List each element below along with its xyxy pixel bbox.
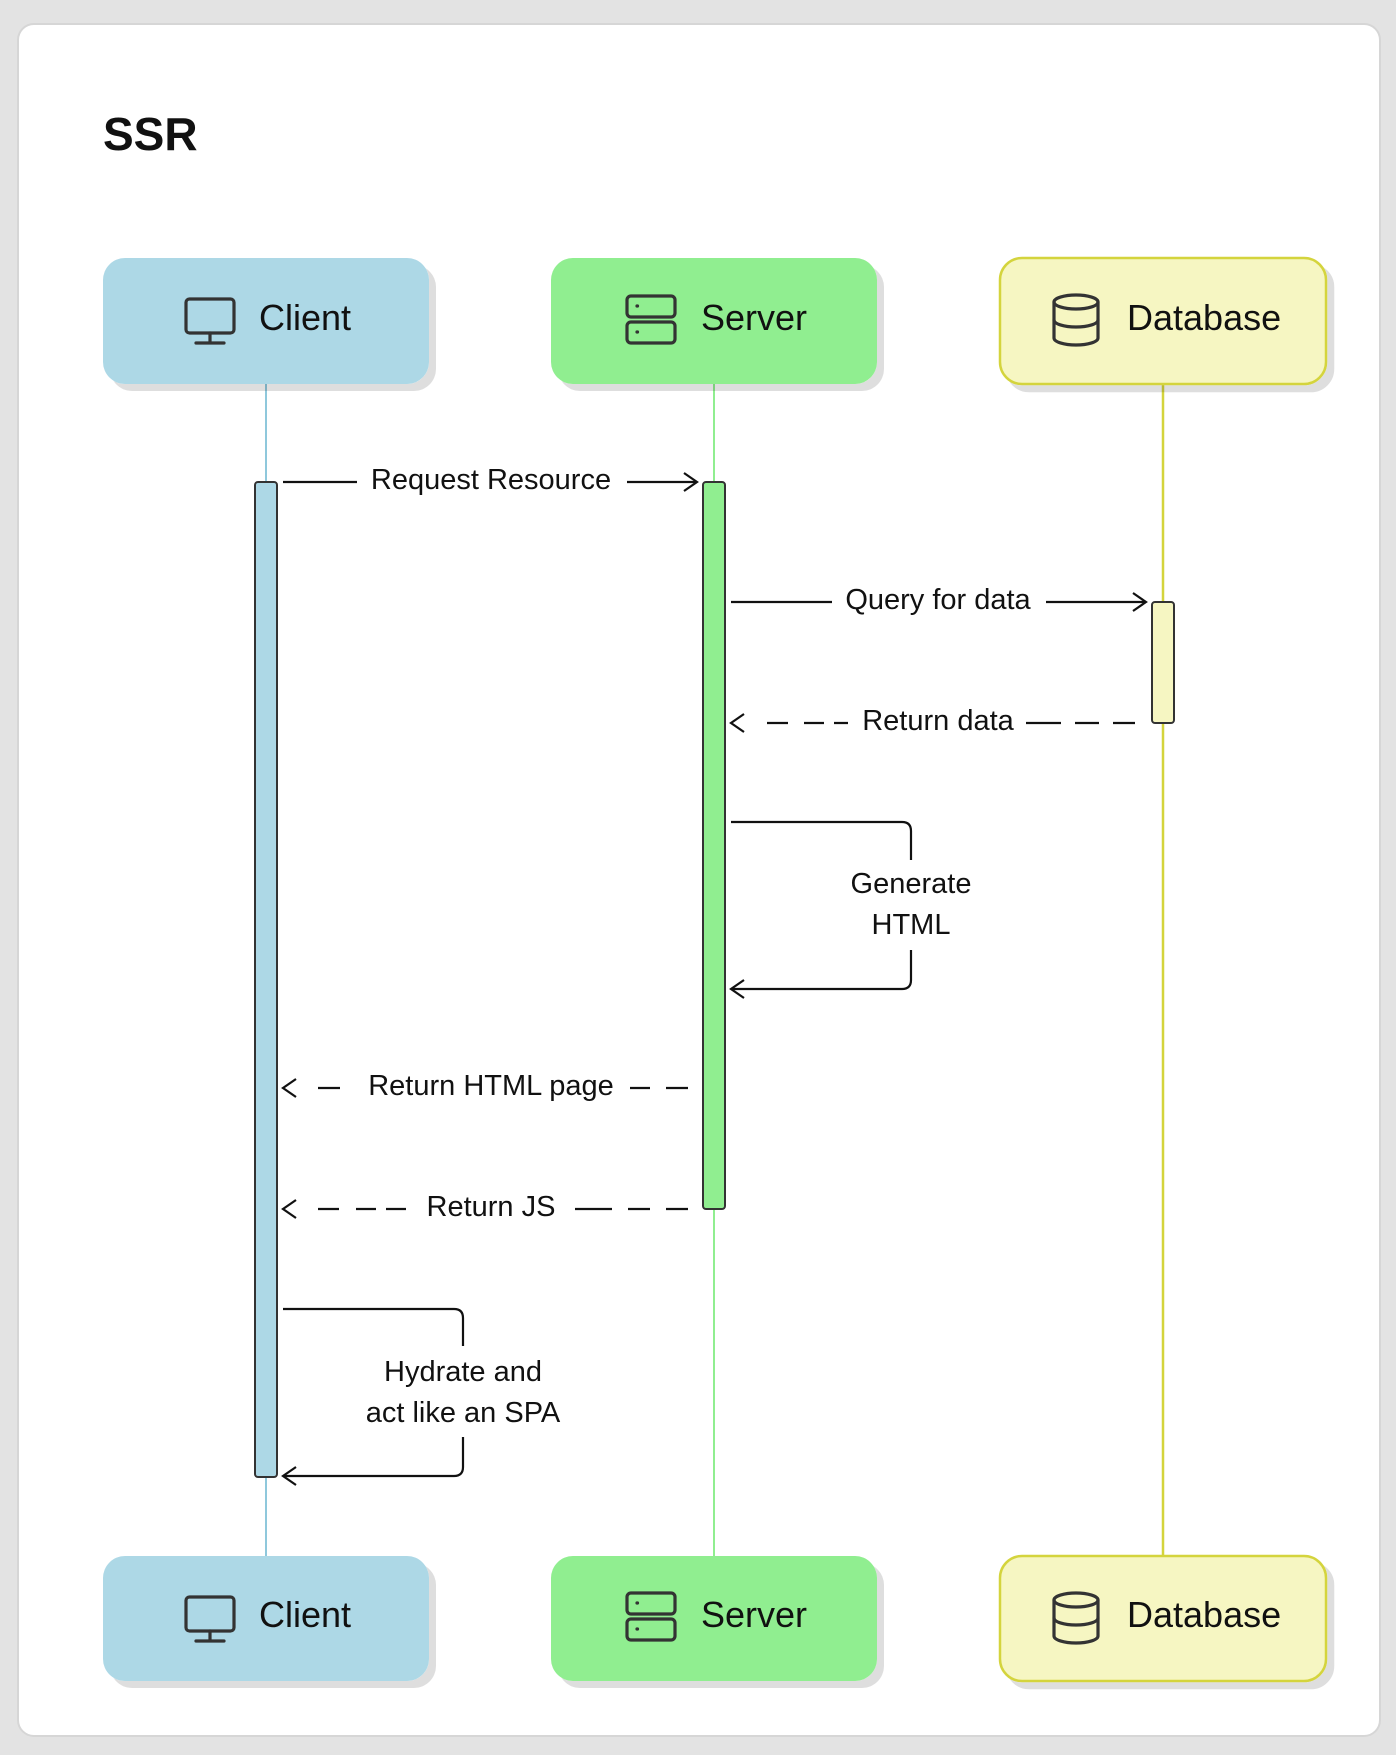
diagram-title: SSR (103, 108, 198, 160)
message-request-resource: Request Resource (283, 464, 699, 496)
monitor-icon (184, 297, 236, 345)
message-return-html-page: Return HTML page (281, 1070, 688, 1102)
monitor-icon (184, 1595, 236, 1643)
activation-server (702, 481, 726, 1210)
label-generate-html-line-2: HTML (872, 909, 951, 941)
message-return-data: Return data (729, 705, 1135, 737)
participant-client-top: Client (103, 258, 429, 384)
participant-database-top: Database (998, 256, 1328, 386)
label-return-data: Return data (862, 705, 1014, 737)
participant-label-database-bottom: Database (1127, 1594, 1281, 1635)
participant-label-database: Database (1127, 297, 1281, 338)
participant-label-server: Server (701, 297, 807, 338)
participant-label-client-bottom: Client (259, 1594, 351, 1635)
message-return-js: Return JS (281, 1191, 688, 1223)
database-icon (1052, 1591, 1100, 1645)
activation-database (1151, 601, 1175, 724)
label-generate-html-line-1: Generate (851, 868, 972, 900)
message-query-for-data: Query for data (731, 584, 1148, 616)
participant-database-bottom: Database (998, 1554, 1328, 1683)
message-generate-html: Generate HTML (729, 820, 972, 999)
label-query-for-data: Query for data (845, 584, 1031, 616)
server-icon (625, 1591, 677, 1642)
participant-server-bottom: Server (551, 1556, 877, 1681)
database-icon (1052, 293, 1100, 347)
label-hydrate-line-1: Hydrate and (384, 1356, 542, 1388)
label-hydrate-line-2: act like an SPA (366, 1397, 561, 1429)
label-return-html-page: Return HTML page (368, 1070, 614, 1102)
participant-server-top: Server (551, 258, 877, 384)
activation-client (254, 481, 278, 1478)
message-hydrate: Hydrate and act like an SPA (281, 1307, 561, 1486)
participant-label-client: Client (259, 297, 351, 338)
participant-label-server-bottom: Server (701, 1594, 807, 1635)
label-request-resource: Request Resource (371, 464, 611, 496)
participant-client-bottom: Client (103, 1556, 429, 1681)
server-icon (625, 294, 677, 345)
label-return-js: Return JS (427, 1191, 556, 1223)
